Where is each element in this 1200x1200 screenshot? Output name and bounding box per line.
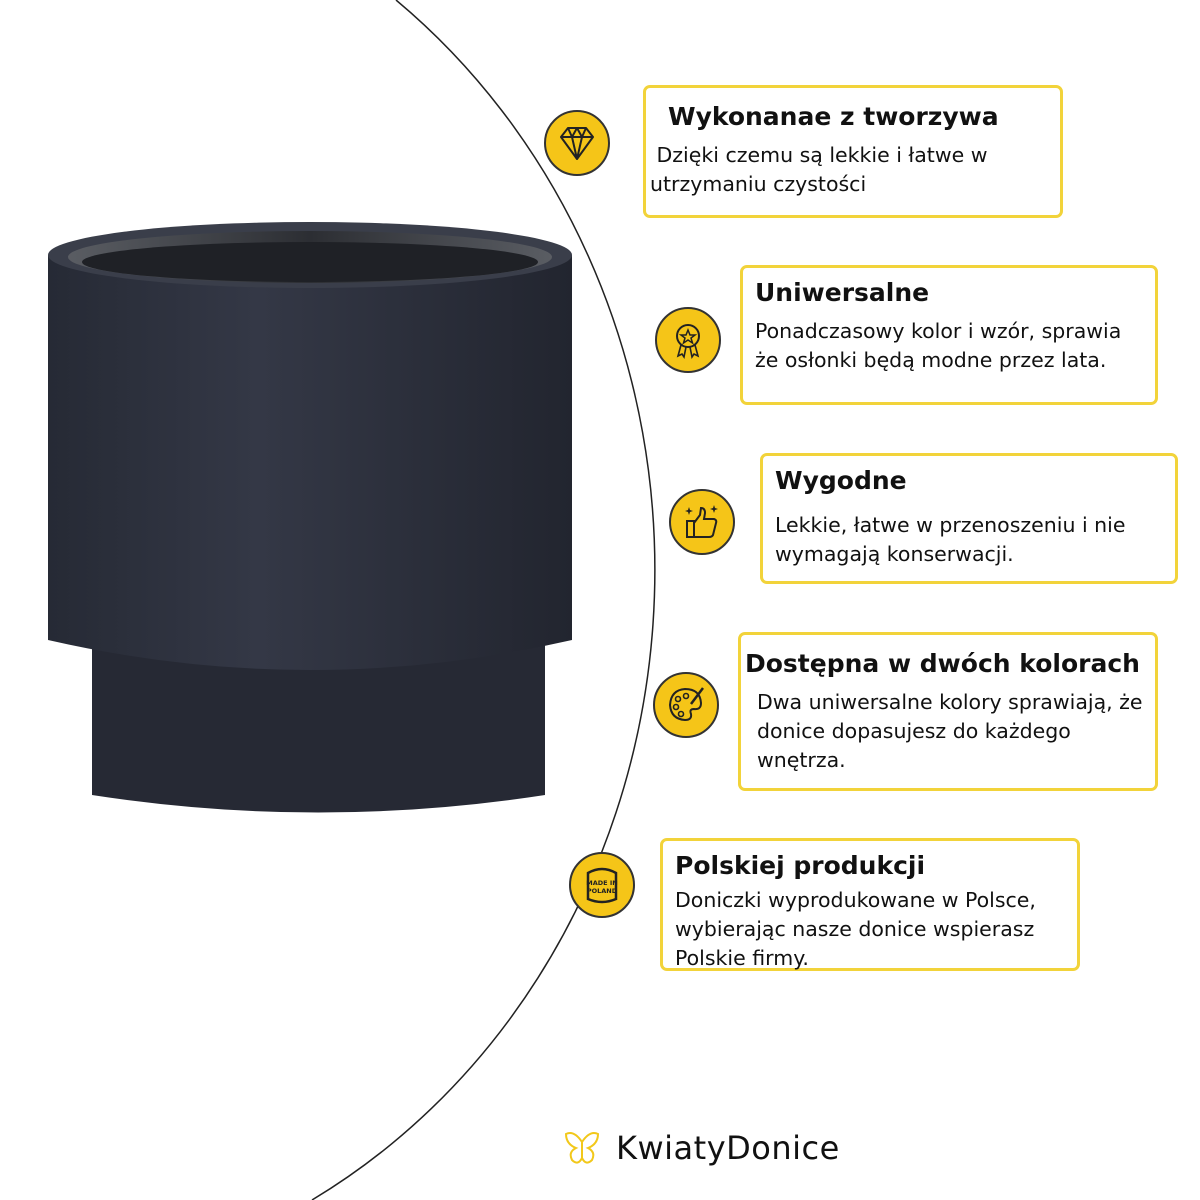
award-medal-icon <box>655 307 721 373</box>
diamond-icon <box>544 110 610 176</box>
feature-card-universal: Uniwersalne Ponadczasowy kolor i wzór, s… <box>740 265 1158 405</box>
feature-title: Wykonanae z tworzywa <box>668 102 999 131</box>
feature-text: Ponadczasowy kolor i wzór, sprawia że os… <box>755 319 1122 372</box>
butterfly-logo-icon <box>564 1132 600 1164</box>
feature-text: Dwa uniwersalne kolory sprawiają, że don… <box>757 690 1143 772</box>
product-pot-image <box>48 222 572 813</box>
feature-title: Polskiej produkcji <box>675 851 926 880</box>
feature-card-polish: Polskiej produkcji Doniczki wyprodukowan… <box>660 838 1080 971</box>
feature-title: Uniwersalne <box>755 278 930 307</box>
palette-icon <box>653 672 719 738</box>
feature-text: Doniczki wyprodukowane w Polsce, wybiera… <box>675 888 1036 970</box>
brand-name: KwiatyDonice <box>616 1129 840 1167</box>
feature-card-colors: Dostępna w dwóch kolorach Dwa uniwersaln… <box>738 632 1158 791</box>
feature-title: Dostępna w dwóch kolorach <box>745 649 1140 678</box>
badge-text: MADE IN <box>586 879 617 887</box>
svg-text:POLAND: POLAND <box>587 887 618 895</box>
feature-text: Dzięki czemu są lekkie i łatwe w utrzyma… <box>650 143 988 196</box>
brand-logo: KwiatyDonice <box>562 1128 840 1168</box>
feature-card-convenient: Wygodne Lekkie, łatwe w przenoszeniu i n… <box>760 453 1178 584</box>
feature-title: Wygodne <box>775 466 907 495</box>
decorative-arc <box>311 0 656 1200</box>
feature-card-material: Wykonanae z tworzywa Dzięki czemu są lek… <box>643 85 1063 218</box>
feature-text: Lekkie, łatwe w przenoszeniu i nie wymag… <box>775 513 1126 566</box>
thumbs-up-icon <box>669 489 735 555</box>
